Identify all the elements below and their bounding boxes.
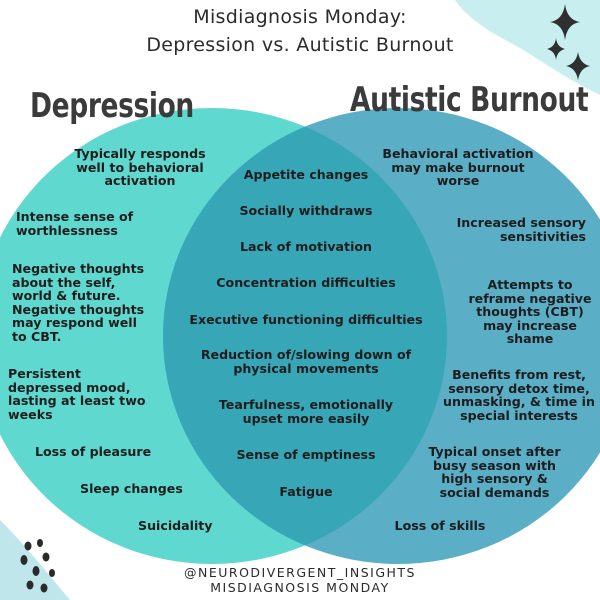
sparkle-star-medium-icon	[566, 52, 590, 80]
overlap-region	[163, 108, 447, 564]
shared-item: Executive functioning difficulties	[189, 312, 423, 327]
depression-heading: Depression	[30, 86, 194, 126]
title-line-1: Misdiagnosis Monday:	[193, 6, 407, 28]
sparkle-star-small-icon	[547, 38, 565, 60]
decorative-dots	[20, 539, 55, 593]
shared-item: Concentration difficulties	[216, 275, 396, 290]
title-line-2: Depression vs. Autistic Burnout	[146, 34, 454, 56]
footer-handle: @NEURODIVERGENT_INSIGHTS	[183, 565, 416, 580]
depression-item: Loss of pleasure	[35, 444, 152, 459]
burnout-item: Benefits from rest,sensory detox time,un…	[443, 367, 595, 423]
depression-item: Suicidality	[138, 518, 213, 533]
shared-item: Lack of motivation	[239, 239, 373, 254]
sparkle-star-large-icon	[550, 4, 580, 40]
autistic-burnout-heading: Autistic Burnout	[350, 80, 589, 120]
shared-item: Appetite changes	[243, 167, 369, 182]
depression-item: Sleep changes	[80, 481, 183, 496]
shared-item: Fatigue	[279, 484, 333, 499]
burnout-item: Loss of skills	[394, 518, 486, 533]
footer-series: MISDIAGNOSIS MONDAY	[210, 580, 390, 595]
shared-item: Sense of emptiness	[236, 447, 376, 462]
bottom-left-wash	[0, 520, 70, 600]
shared-item: Socially withdraws	[239, 203, 373, 218]
